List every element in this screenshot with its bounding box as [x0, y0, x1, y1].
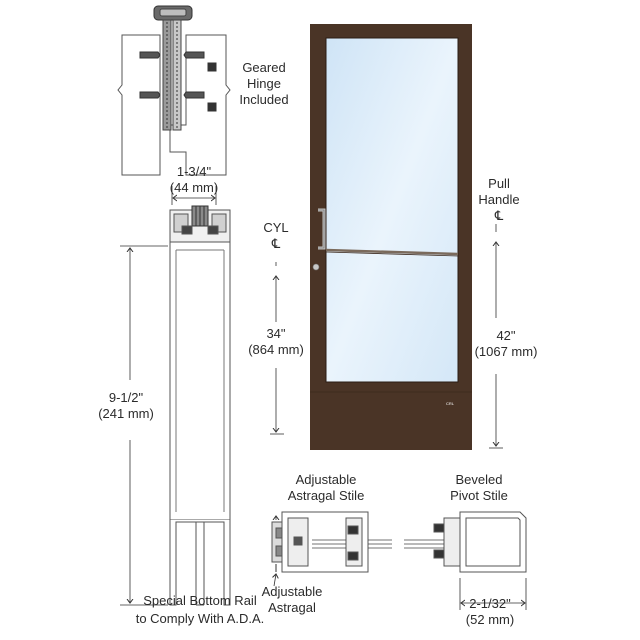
pivot-stile-label: Beveled Pivot Stile [450, 472, 508, 503]
astragal-stile-label: Adjustable Astragal Stile [287, 472, 365, 503]
pull-handle-label: Pull Handle ℄ [478, 176, 520, 223]
pivot-width-dimension [459, 578, 527, 610]
door-elevation-icon [310, 24, 472, 450]
pivot-stile-section-icon [404, 511, 527, 573]
pull-height-dimension [489, 224, 503, 449]
rail-height-label: 9-1/2" (241 mm) [98, 390, 154, 421]
cyl-height-dimension [270, 262, 284, 435]
geared-hinge-label: Geared Hinge Included [239, 60, 289, 107]
geared-hinge-section-icon [117, 5, 231, 176]
stile-width-dimension [171, 186, 217, 205]
door-badge: CRL [446, 401, 455, 406]
bottom-rail-section-icon [169, 205, 231, 606]
cyl-label: CYL ℄ [263, 220, 289, 251]
pivot-width-label: 2-1/32" (52 mm) [465, 596, 515, 627]
pull-height-label: 42" (1067 mm) [474, 328, 538, 359]
rail-height-dimension [120, 245, 168, 606]
stile-width-label: 1-3/4" (44 mm) [169, 164, 219, 195]
cyl-height-label: 34" (864 mm) [248, 326, 304, 357]
astragal-stile-section-icon [271, 511, 392, 573]
astragal-label: Adjustable Astragal [261, 584, 323, 615]
special-bottom-rail-label: Special Bottom Rail to Comply With A.D.A… [135, 593, 265, 626]
